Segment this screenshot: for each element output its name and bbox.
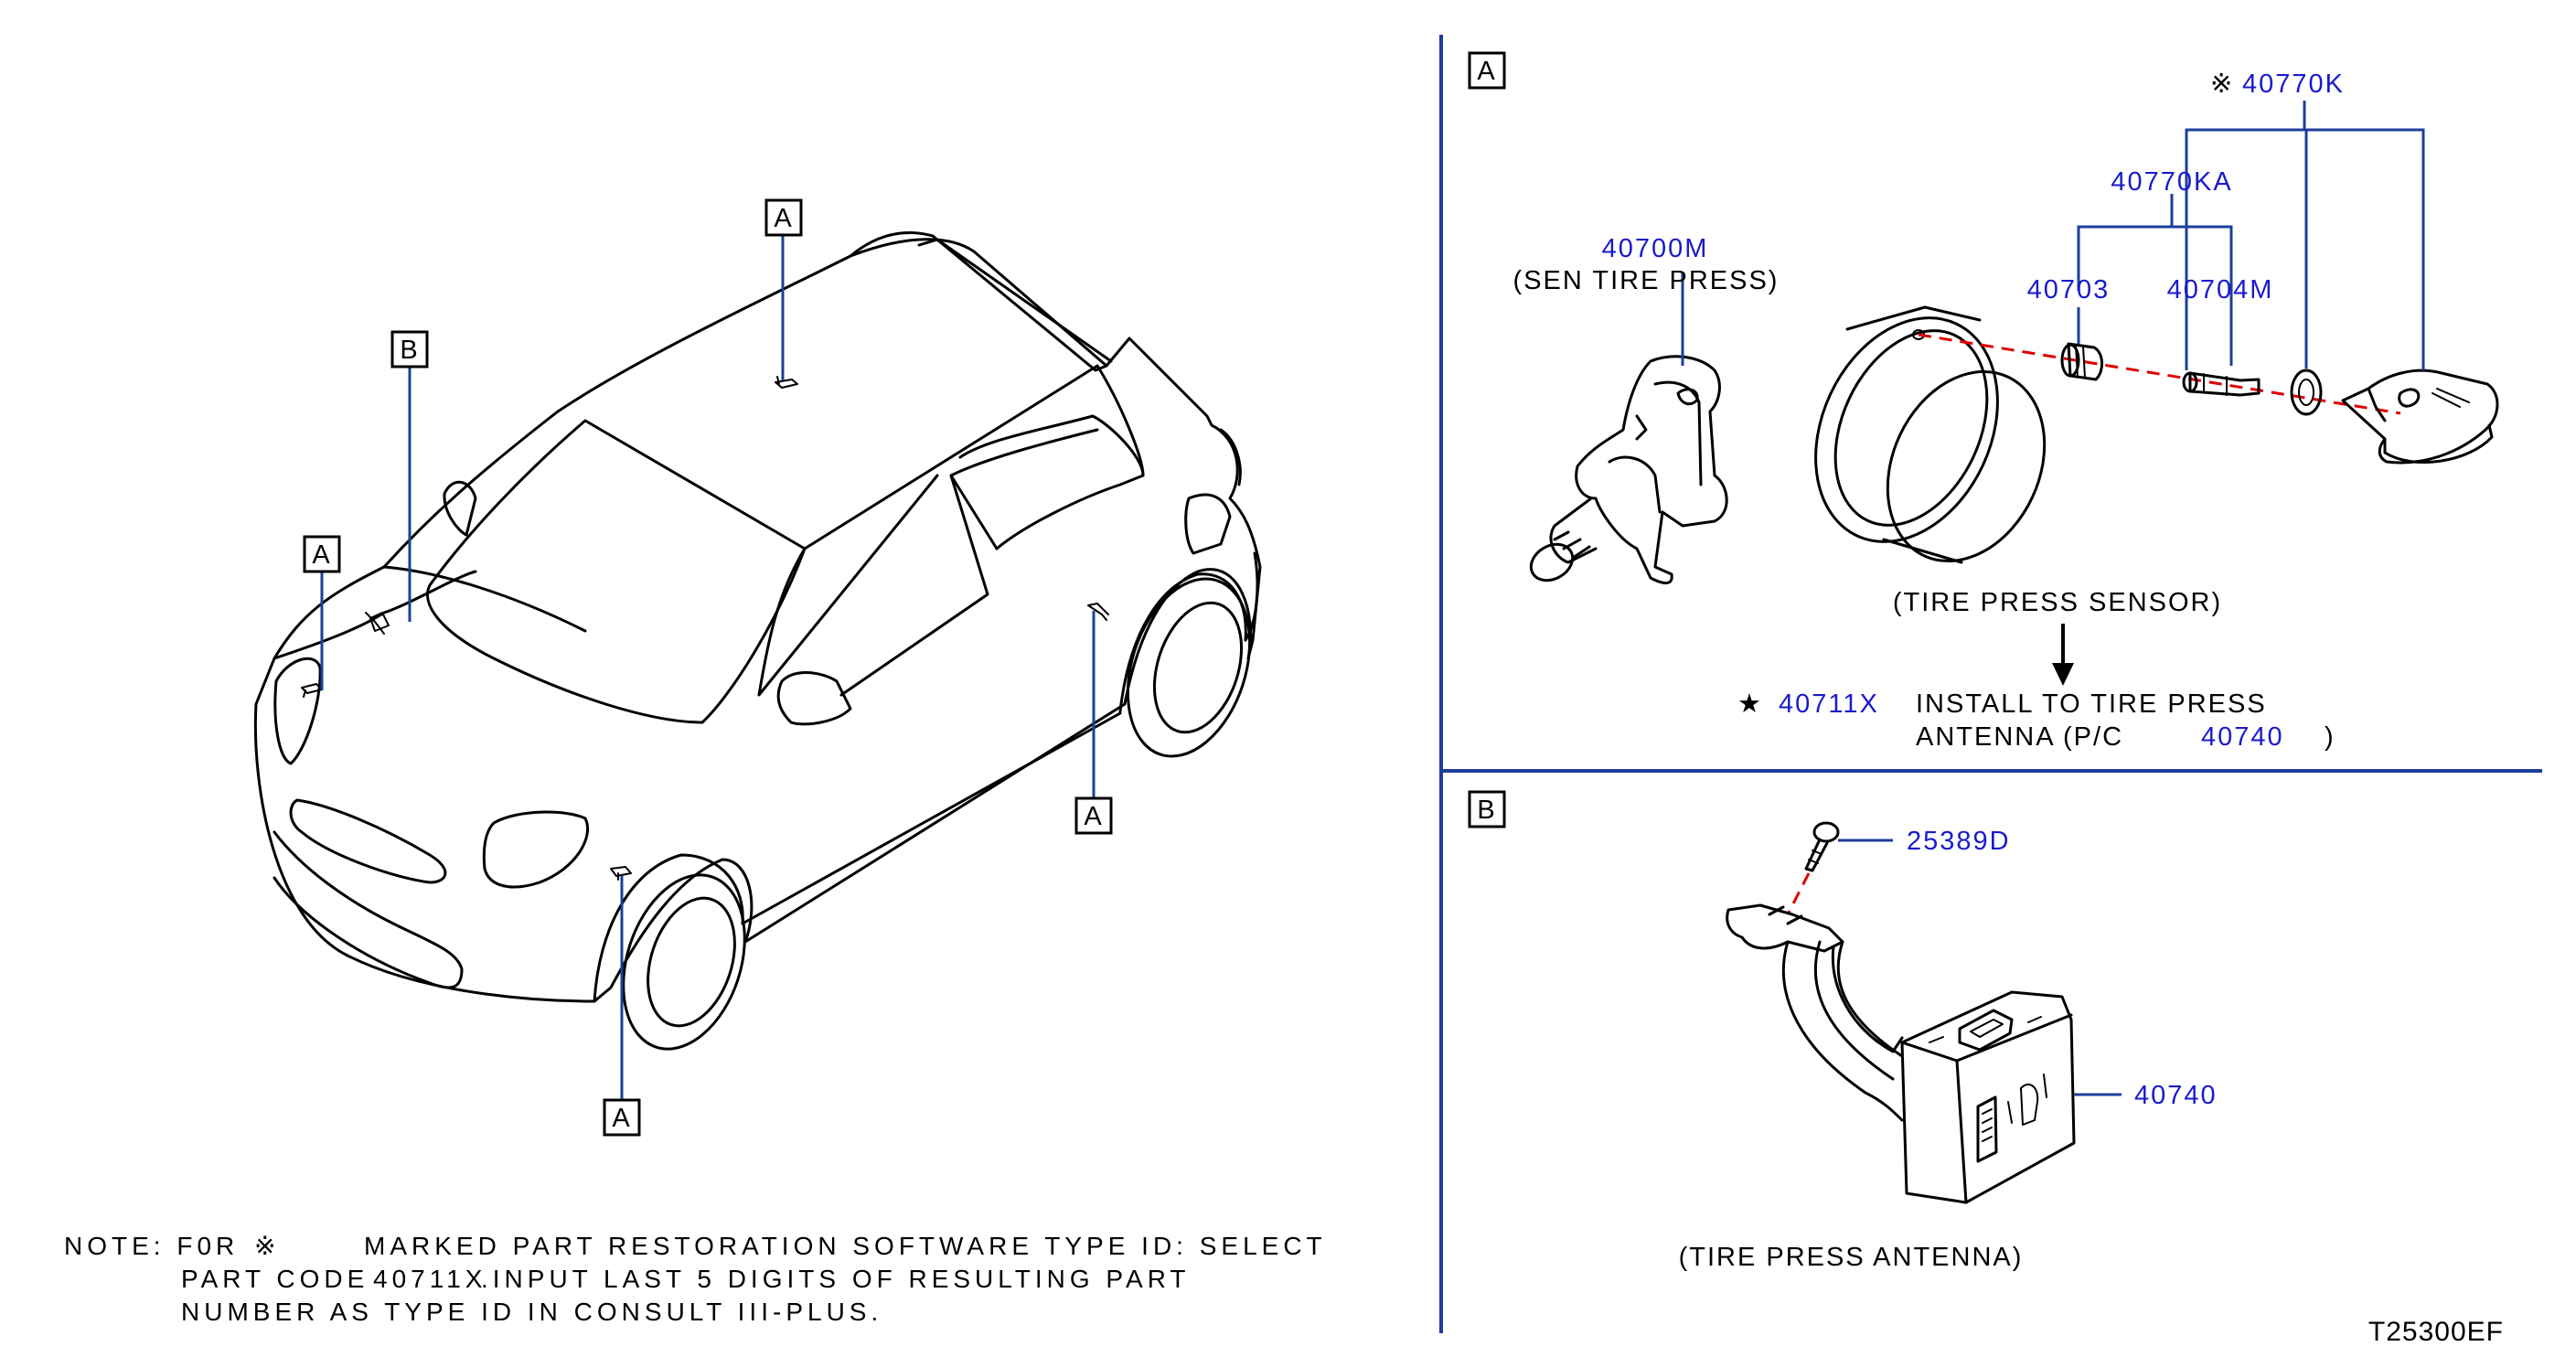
assembly-caption: (TIRE PRESS SENSOR) xyxy=(1893,588,2222,617)
note-line1: MARKED PART RESTORATION SOFTWARE TYPE ID… xyxy=(364,1232,1327,1260)
note-line2-code: 40711X xyxy=(373,1265,486,1293)
kit-bracket-lines xyxy=(2077,101,2425,370)
hood-callout-label: B xyxy=(400,336,419,365)
roof-callout-label: A xyxy=(774,204,793,233)
valve-cap-drawing xyxy=(2060,342,2103,381)
roof-sensor-icon xyxy=(775,376,798,389)
grommet-drawing xyxy=(2290,369,2323,416)
note-line2-b: .INPUT LAST 5 DIGITS OF RESULTING PART xyxy=(481,1265,1191,1293)
front-wheel-callout-label: A xyxy=(612,1104,631,1133)
rear-wheel-callout-label: A xyxy=(1084,802,1103,831)
section-a-label: A xyxy=(1477,57,1496,86)
section-b-label: B xyxy=(1477,796,1496,825)
tpms-sensor-drawing xyxy=(2341,369,2499,465)
car-callouts: A B A A A xyxy=(303,198,1113,1137)
wheel-rim-drawing xyxy=(1814,305,2047,564)
sub-kit-part-code: 40770KA xyxy=(2111,167,2232,197)
section-b-box xyxy=(1468,790,1506,828)
kit-mark: ※ xyxy=(2210,69,2234,99)
valve-stem-drawing xyxy=(2182,371,2261,397)
install-pc-code: 40740 xyxy=(2201,722,2284,752)
screw-hidden-line xyxy=(1786,872,1811,915)
install-part-code: 40711X xyxy=(1779,689,1879,719)
section-a-box xyxy=(1468,51,1506,90)
install-instruction-line2: ANTENNA (P/C xyxy=(1916,722,2123,752)
front-wheel-sensor-icon xyxy=(610,866,632,881)
grommet-inner-drawing xyxy=(2298,379,2314,406)
headlamp-callout-box xyxy=(303,535,341,573)
sensor-part-name: (SEN TIRE PRESS) xyxy=(1513,266,1780,295)
install-close-paren: ) xyxy=(2325,722,2336,752)
kit-part-code: 40770K xyxy=(2242,69,2345,99)
hood-callout-box xyxy=(390,330,429,369)
rear-wheel-callout-box xyxy=(1074,796,1113,835)
headlamp-callout-label: A xyxy=(312,540,331,570)
antenna-part-code: 40740 xyxy=(2134,1081,2218,1110)
sensor-part-code: 40700M xyxy=(1602,234,1709,263)
antenna-caption: (TIRE PRESS ANTENNA) xyxy=(1679,1243,2024,1272)
note-line2-a: PART CODE xyxy=(181,1265,369,1293)
screw-drawing xyxy=(1804,821,1840,872)
install-star: ★ xyxy=(1737,689,1763,719)
hood-antenna-icon xyxy=(365,612,390,635)
diagram-code: T25300EF xyxy=(2368,1317,2504,1347)
tire-press-antenna-drawing xyxy=(1726,903,2076,1204)
note-line3: NUMBER AS TYPE ID IN CONSULT III-PLUS. xyxy=(181,1298,882,1326)
car-illustration xyxy=(253,230,1262,1051)
rear-wheel-sensor-icon xyxy=(1087,603,1109,621)
assembly-hidden-line xyxy=(1918,333,2401,415)
screw-part-code: 25389D xyxy=(1907,827,2011,856)
cap-part-code: 40703 xyxy=(2027,275,2111,305)
roof-callout-box xyxy=(764,198,803,237)
install-instruction-line1: INSTALL TO TIRE PRESS xyxy=(1916,689,2267,719)
sen-tire-press-drawing xyxy=(1529,355,1728,584)
note-prefix: NOTE: F0R xyxy=(64,1232,239,1260)
front-wheel-callout-box xyxy=(603,1098,641,1137)
note-mark: ※ xyxy=(254,1232,280,1260)
restoration-note: NOTE: F0R ※ MARKED PART RESTORATION SOFT… xyxy=(64,1232,1327,1326)
valve-part-code: 40704M xyxy=(2167,275,2274,305)
install-arrow-head xyxy=(2052,663,2074,686)
